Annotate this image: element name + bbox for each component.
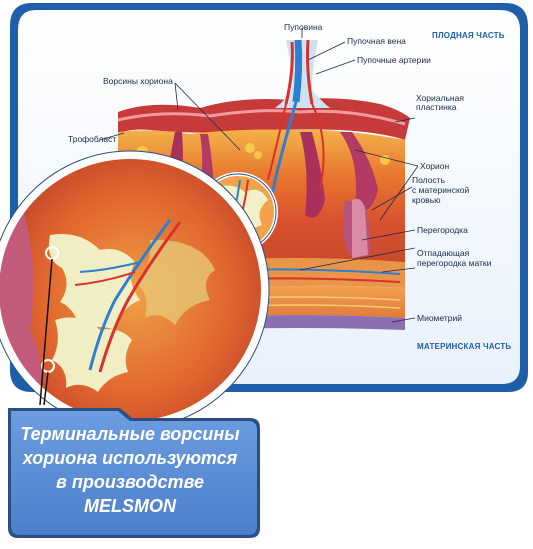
label-chorion: Хорион [420,161,450,171]
label-cavity-line3: кровью [412,195,441,205]
caption-text: Терминальные ворсины хориона используютс… [12,422,248,518]
label-umbilical-cord: Пуповина [284,22,323,32]
label-chorionic-plate-line1: Хориальная [416,93,464,103]
label-myometrium: Миометрий [417,313,462,323]
caption-box-shape [8,408,260,538]
label-umbilical-vein: Пупочная вена [347,36,406,46]
magnifier-large [0,150,270,430]
caption-line-1: Терминальные ворсины [20,424,240,444]
caption-line-2: хориона используются [22,448,238,468]
label-septum: Перегородка [417,225,468,235]
label-trophoblast: Трофобласт [68,134,117,144]
caption-line-3: в производстве [55,472,205,492]
label-chorionic-villi: Ворсины хориона [103,76,173,86]
label-chorionic-plate-line2: пластинка [416,102,457,112]
section-label-fetal: ПЛОДНАЯ ЧАСТЬ [432,31,505,40]
label-umbilical-arteries: Пупочные артерии [357,55,431,65]
caption-line-4: MELSMON [84,496,176,516]
label-cavity-line1: Полость [412,175,446,185]
label-decidual-line2: перегородка матки [417,258,492,268]
section-label-maternal: МАТЕРИНСКАЯ ЧАСТЬ [417,342,512,351]
label-cavity-line2: с материнской [412,185,470,195]
leader-lines [99,28,419,323]
label-decidual-line1: Отпадающая [417,248,470,258]
